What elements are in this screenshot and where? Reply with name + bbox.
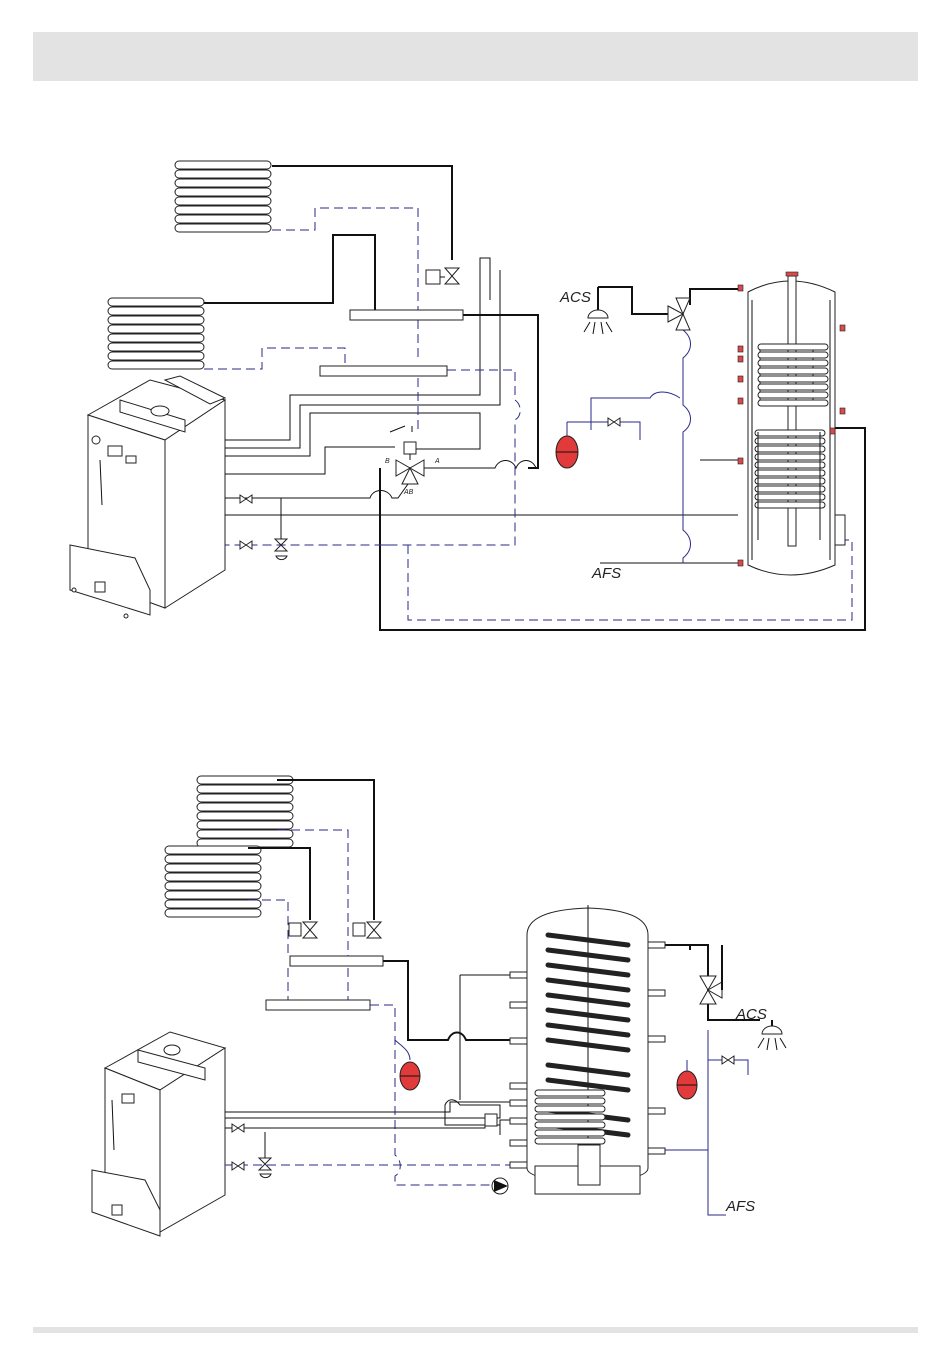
return-header-2	[266, 1000, 370, 1010]
buffer-tank-2	[510, 905, 665, 1194]
return-header-1	[320, 366, 447, 376]
ball-valve-icon	[240, 495, 252, 503]
zone-valve-2a	[289, 922, 317, 938]
dhw-label-2: ACS	[735, 1006, 767, 1023]
shower-icon-2	[758, 1020, 786, 1050]
valve-port-a-label: A	[434, 458, 440, 465]
expansion-vessel-2a	[400, 1062, 420, 1090]
dhw-mixing-valve-2	[700, 976, 722, 1004]
circulator-pump-icon	[492, 1178, 508, 1194]
dhw-tank-1	[738, 272, 845, 575]
cold-water-label-2: AFS	[725, 1198, 755, 1215]
zone-valve-1	[426, 268, 459, 284]
footer-band	[33, 1327, 918, 1333]
dhw-label: ACS	[559, 289, 591, 306]
radiator-lower-2	[165, 846, 261, 917]
boiler-1	[70, 376, 225, 618]
cold-water-label: AFS	[591, 565, 621, 582]
diagram-1: B A AB ACS AFS	[70, 161, 865, 630]
expansion-vessel-2b	[677, 1060, 697, 1099]
boiler-2	[92, 1032, 225, 1236]
valve-port-b-label: B	[385, 458, 390, 465]
ball-valve-icon	[240, 541, 252, 549]
flow-header-2	[290, 956, 383, 966]
radiator-lower	[108, 298, 204, 369]
flow-header-1	[350, 310, 463, 320]
control-box	[485, 1114, 497, 1126]
mixing-valve-1	[396, 442, 424, 484]
radiator-upper-2	[197, 776, 293, 847]
valve-port-ab-label: AB	[403, 489, 414, 496]
safety-valve-icon	[259, 1158, 271, 1170]
expansion-vessel-1	[556, 418, 620, 468]
dhw-mixing-valve-1	[668, 298, 690, 330]
zone-valve-2b	[353, 922, 381, 938]
ball-valve-icon	[232, 1162, 244, 1170]
diagram-2: ACS AFS	[92, 776, 786, 1236]
radiator-upper	[175, 161, 271, 232]
ball-valve-icon	[232, 1124, 244, 1132]
